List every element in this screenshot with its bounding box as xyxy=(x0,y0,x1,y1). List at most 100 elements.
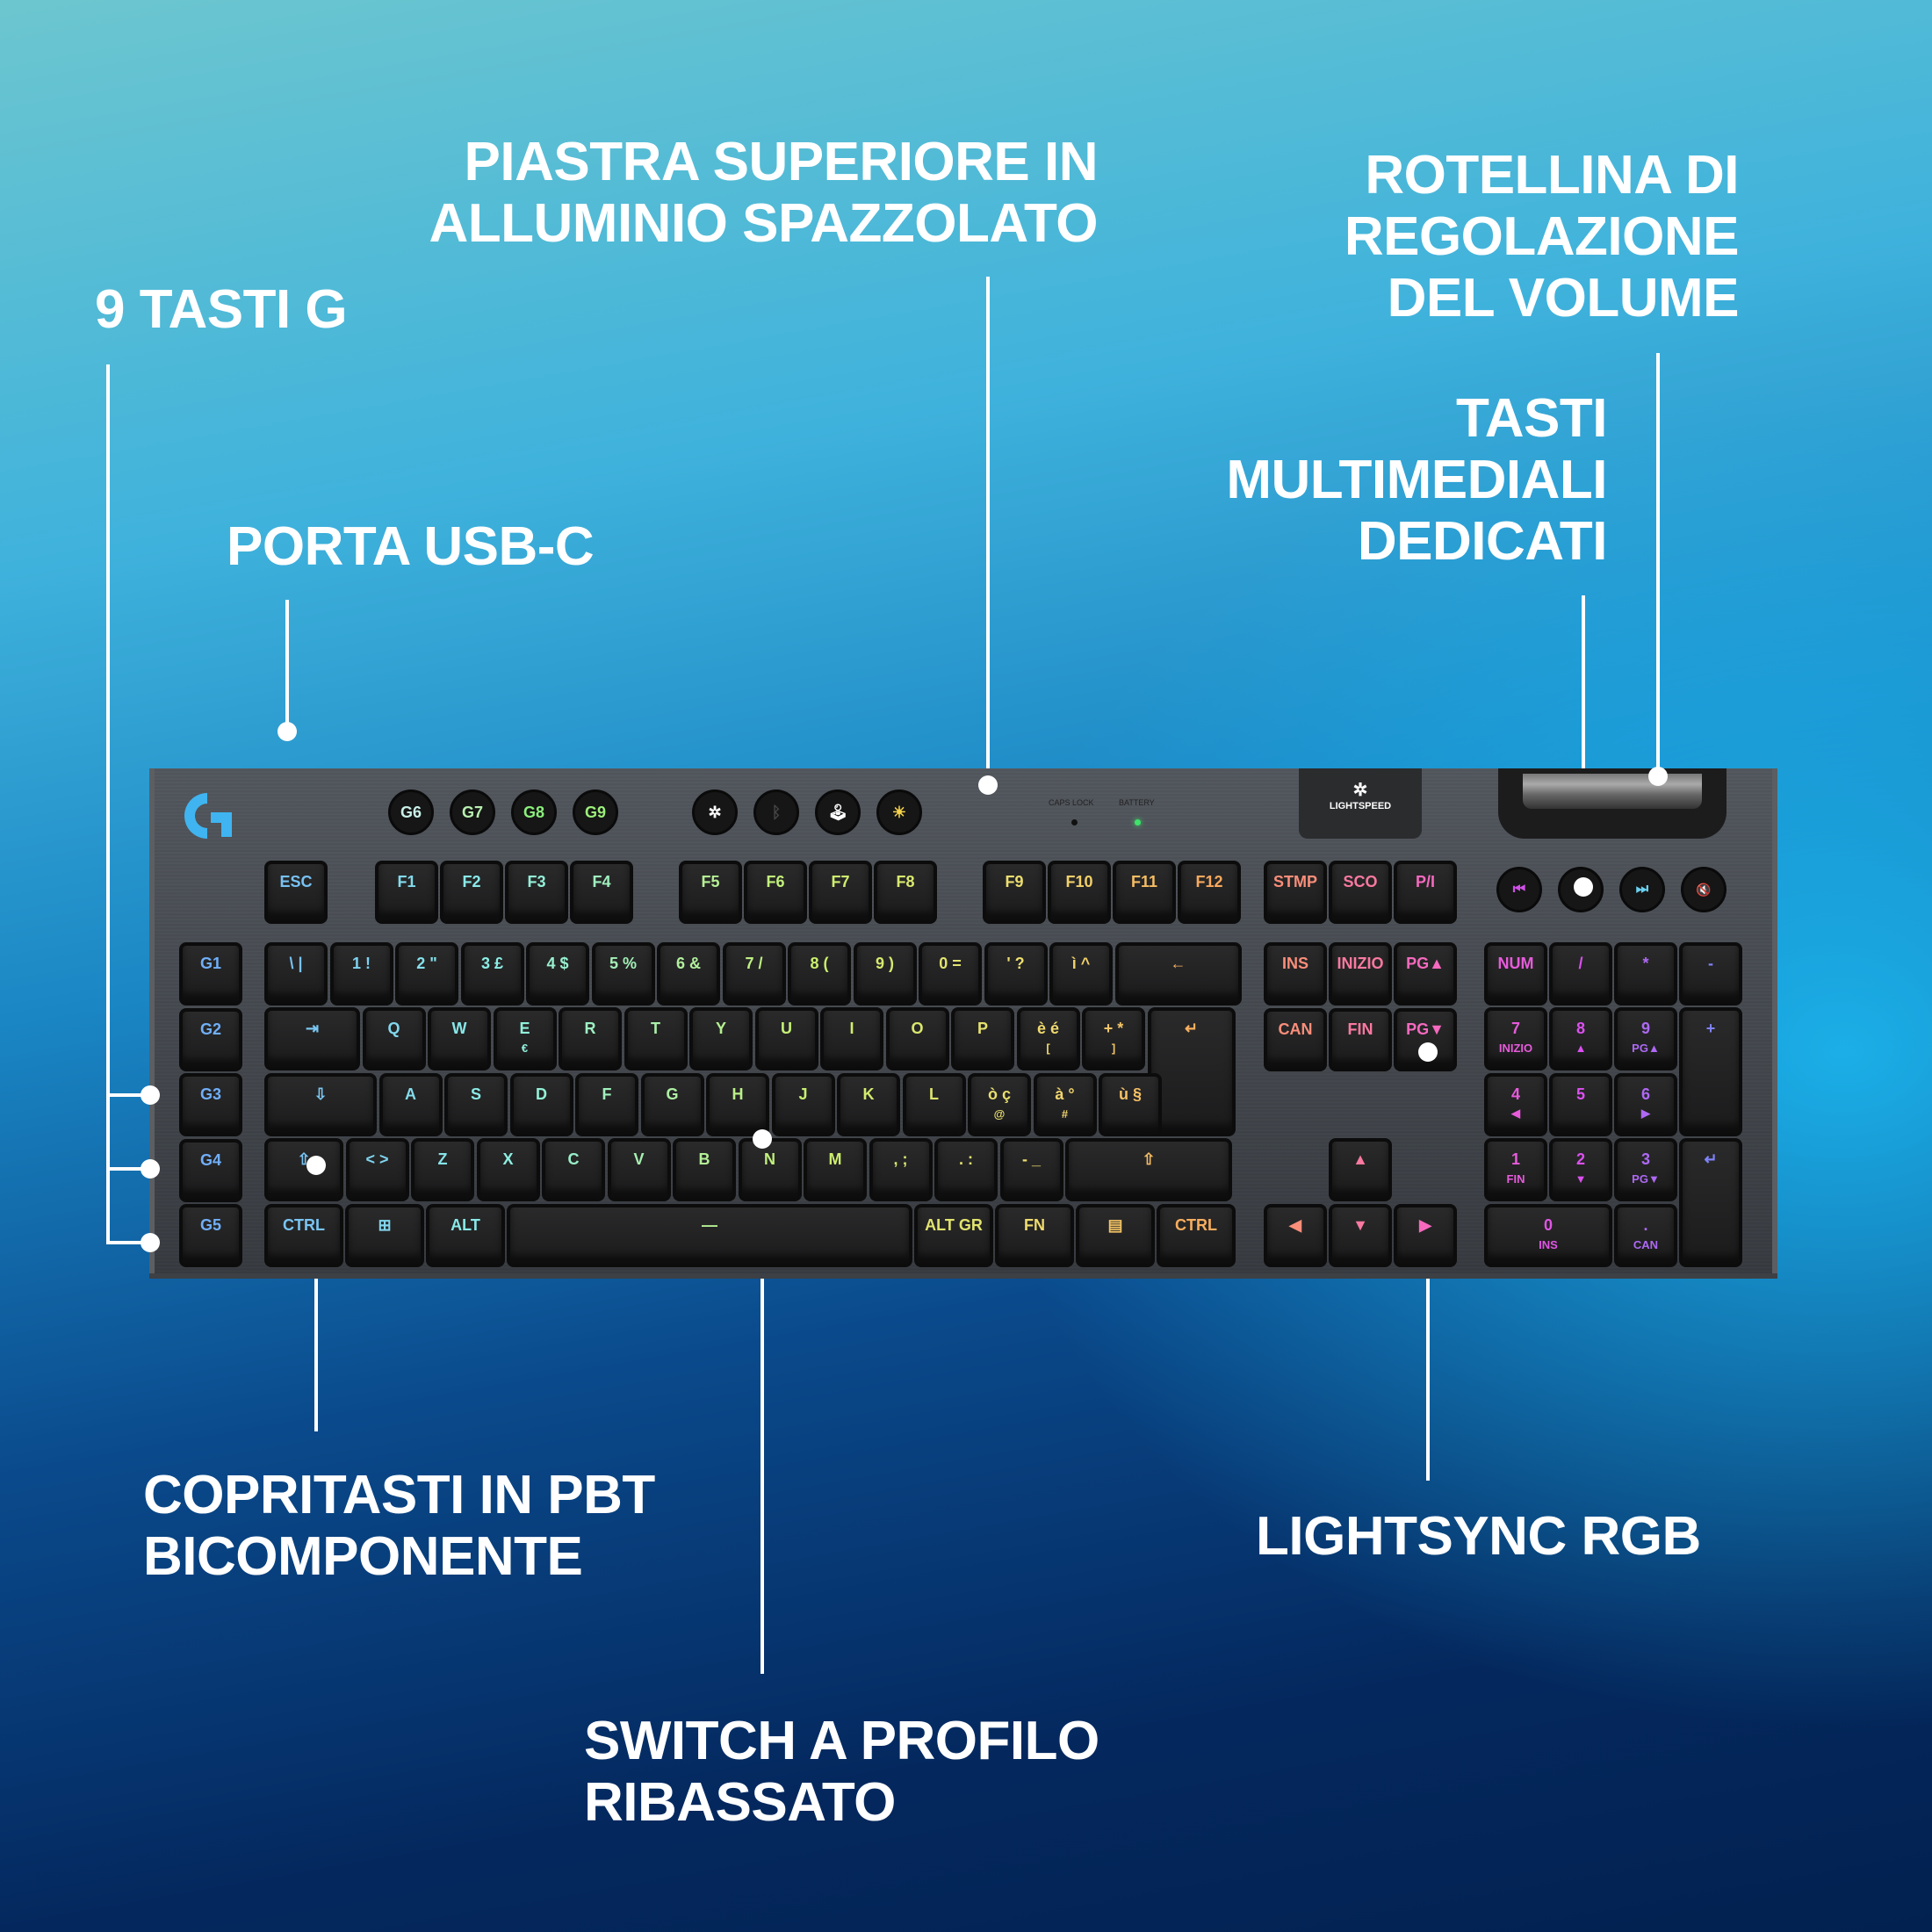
key-esc[interactable]: ESC xyxy=(264,861,328,924)
key-row4[interactable]: < > xyxy=(345,1138,409,1201)
key-row3[interactable]: G xyxy=(640,1073,704,1136)
prev-track-button[interactable]: ⏮ xyxy=(1496,867,1542,912)
key-row4[interactable]: ⇧ xyxy=(264,1138,343,1201)
key-f7[interactable]: F7 xyxy=(809,861,872,924)
mute-button[interactable]: 🔇 xyxy=(1681,867,1727,912)
key-numpad[interactable]: / xyxy=(1549,942,1612,1006)
key-f8[interactable]: F8 xyxy=(874,861,937,924)
key-row1[interactable]: 4 $ xyxy=(526,942,589,1006)
volume-roller[interactable] xyxy=(1523,774,1702,809)
key-sco[interactable]: SCO xyxy=(1329,861,1392,924)
key-row5[interactable]: ⊞ xyxy=(345,1204,424,1267)
key-f5[interactable]: F5 xyxy=(679,861,742,924)
key-numpad[interactable]: NUM xyxy=(1484,942,1547,1006)
key-row5[interactable]: ▤ xyxy=(1076,1204,1155,1267)
key-row3[interactable]: K xyxy=(837,1073,900,1136)
key-row3[interactable]: S xyxy=(444,1073,508,1136)
key-numpad[interactable]: - xyxy=(1679,942,1742,1006)
key-row1[interactable]: ← xyxy=(1114,942,1242,1006)
key-enter[interactable]: ↵ xyxy=(1147,1007,1236,1136)
key-row2[interactable]: P xyxy=(951,1007,1014,1071)
key-pi[interactable]: P/I xyxy=(1394,861,1457,924)
key-row5[interactable]: ALT GR xyxy=(914,1204,993,1267)
key-row3[interactable]: J xyxy=(771,1073,835,1136)
key-row4[interactable]: X xyxy=(476,1138,540,1201)
key-row2[interactable]: + *] xyxy=(1082,1007,1145,1071)
key-row4[interactable]: N xyxy=(738,1138,802,1201)
key-row5[interactable]: CTRL xyxy=(1157,1204,1236,1267)
key-g2[interactable]: G2 xyxy=(179,1007,242,1071)
g7-key[interactable]: G7 xyxy=(450,789,495,835)
key-row5[interactable]: CTRL xyxy=(264,1204,343,1267)
key-row2[interactable]: è é[ xyxy=(1016,1007,1080,1071)
key-f12[interactable]: F12 xyxy=(1178,861,1241,924)
key-f11[interactable]: F11 xyxy=(1113,861,1176,924)
game-mode-button[interactable]: 🕹 xyxy=(815,789,861,835)
key-row5[interactable]: ALT xyxy=(426,1204,505,1267)
key-f1[interactable]: F1 xyxy=(375,861,438,924)
key-row2[interactable]: O xyxy=(885,1007,949,1071)
key-arrow-down[interactable]: ▼ xyxy=(1329,1204,1392,1267)
key-nav[interactable]: INS xyxy=(1264,942,1327,1006)
key-g4[interactable]: G4 xyxy=(179,1138,242,1202)
key-row4[interactable]: B xyxy=(673,1138,736,1201)
key-row2[interactable]: E€ xyxy=(493,1007,557,1071)
key-numpad[interactable]: 2▼ xyxy=(1549,1138,1612,1201)
key-row2[interactable]: Y xyxy=(689,1007,753,1071)
key-g5[interactable]: G5 xyxy=(179,1204,242,1267)
key-row1[interactable]: 9 ) xyxy=(853,942,917,1006)
key-row2[interactable]: Q xyxy=(362,1007,426,1071)
key-nav[interactable]: PG▲ xyxy=(1394,942,1457,1006)
key-row3[interactable]: D xyxy=(509,1073,573,1136)
key-arrow-up[interactable]: ▲ xyxy=(1329,1138,1392,1201)
key-nav[interactable]: INIZIO xyxy=(1329,942,1392,1006)
key-row4[interactable]: . : xyxy=(934,1138,998,1201)
lightspeed-mode-button[interactable]: ✲ xyxy=(692,789,738,835)
g6-key[interactable]: G6 xyxy=(388,789,434,835)
key-row1[interactable]: 8 ( xyxy=(788,942,851,1006)
volume-wheel[interactable] xyxy=(1498,768,1727,839)
key-row4[interactable]: M xyxy=(804,1138,867,1201)
key-row3[interactable]: A xyxy=(378,1073,443,1136)
key-row4[interactable]: , ; xyxy=(869,1138,933,1201)
key-nav[interactable]: FIN xyxy=(1329,1007,1392,1071)
key-row1[interactable]: ì ^ xyxy=(1049,942,1113,1006)
key-row1[interactable]: 6 & xyxy=(657,942,720,1006)
key-stmp[interactable]: STMP xyxy=(1264,861,1327,924)
key-row4[interactable]: C xyxy=(542,1138,605,1201)
key-row1[interactable]: 0 = xyxy=(919,942,982,1006)
key-row2[interactable]: R xyxy=(559,1007,622,1071)
key-row5[interactable]: — xyxy=(507,1204,912,1267)
key-f10[interactable]: F10 xyxy=(1048,861,1111,924)
key-f2[interactable]: F2 xyxy=(440,861,503,924)
key-row1[interactable]: 2 " xyxy=(395,942,458,1006)
key-row2[interactable]: U xyxy=(754,1007,818,1071)
key-numpad-dot[interactable]: .CAN xyxy=(1614,1204,1677,1267)
key-f9[interactable]: F9 xyxy=(983,861,1046,924)
key-row4[interactable]: ⇧ xyxy=(1065,1138,1232,1201)
key-numpad[interactable]: 5 xyxy=(1549,1072,1612,1136)
key-numpad[interactable]: 8▲ xyxy=(1549,1007,1612,1071)
brightness-button[interactable]: ☀ xyxy=(876,789,922,835)
bluetooth-mode-button[interactable]: ᛒ xyxy=(753,789,799,835)
key-row3[interactable]: ò ç@ xyxy=(968,1073,1031,1136)
key-row3[interactable]: à °# xyxy=(1033,1073,1097,1136)
next-track-button[interactable]: ⏭ xyxy=(1619,867,1665,912)
key-row3[interactable]: L xyxy=(902,1073,966,1136)
key-row1[interactable]: ' ? xyxy=(984,942,1048,1006)
key-numpad[interactable]: 4◀ xyxy=(1484,1072,1547,1136)
key-row3[interactable]: F xyxy=(575,1073,638,1136)
key-row4[interactable]: V xyxy=(607,1138,671,1201)
key-f6[interactable]: F6 xyxy=(744,861,807,924)
key-row2[interactable]: T xyxy=(624,1007,688,1071)
key-g3[interactable]: G3 xyxy=(179,1073,242,1136)
key-g1[interactable]: G1 xyxy=(179,942,242,1006)
g9-key[interactable]: G9 xyxy=(573,789,618,835)
key-row2[interactable]: I xyxy=(820,1007,883,1071)
key-arrow-right[interactable]: ▶ xyxy=(1394,1204,1457,1267)
key-f4[interactable]: F4 xyxy=(570,861,633,924)
